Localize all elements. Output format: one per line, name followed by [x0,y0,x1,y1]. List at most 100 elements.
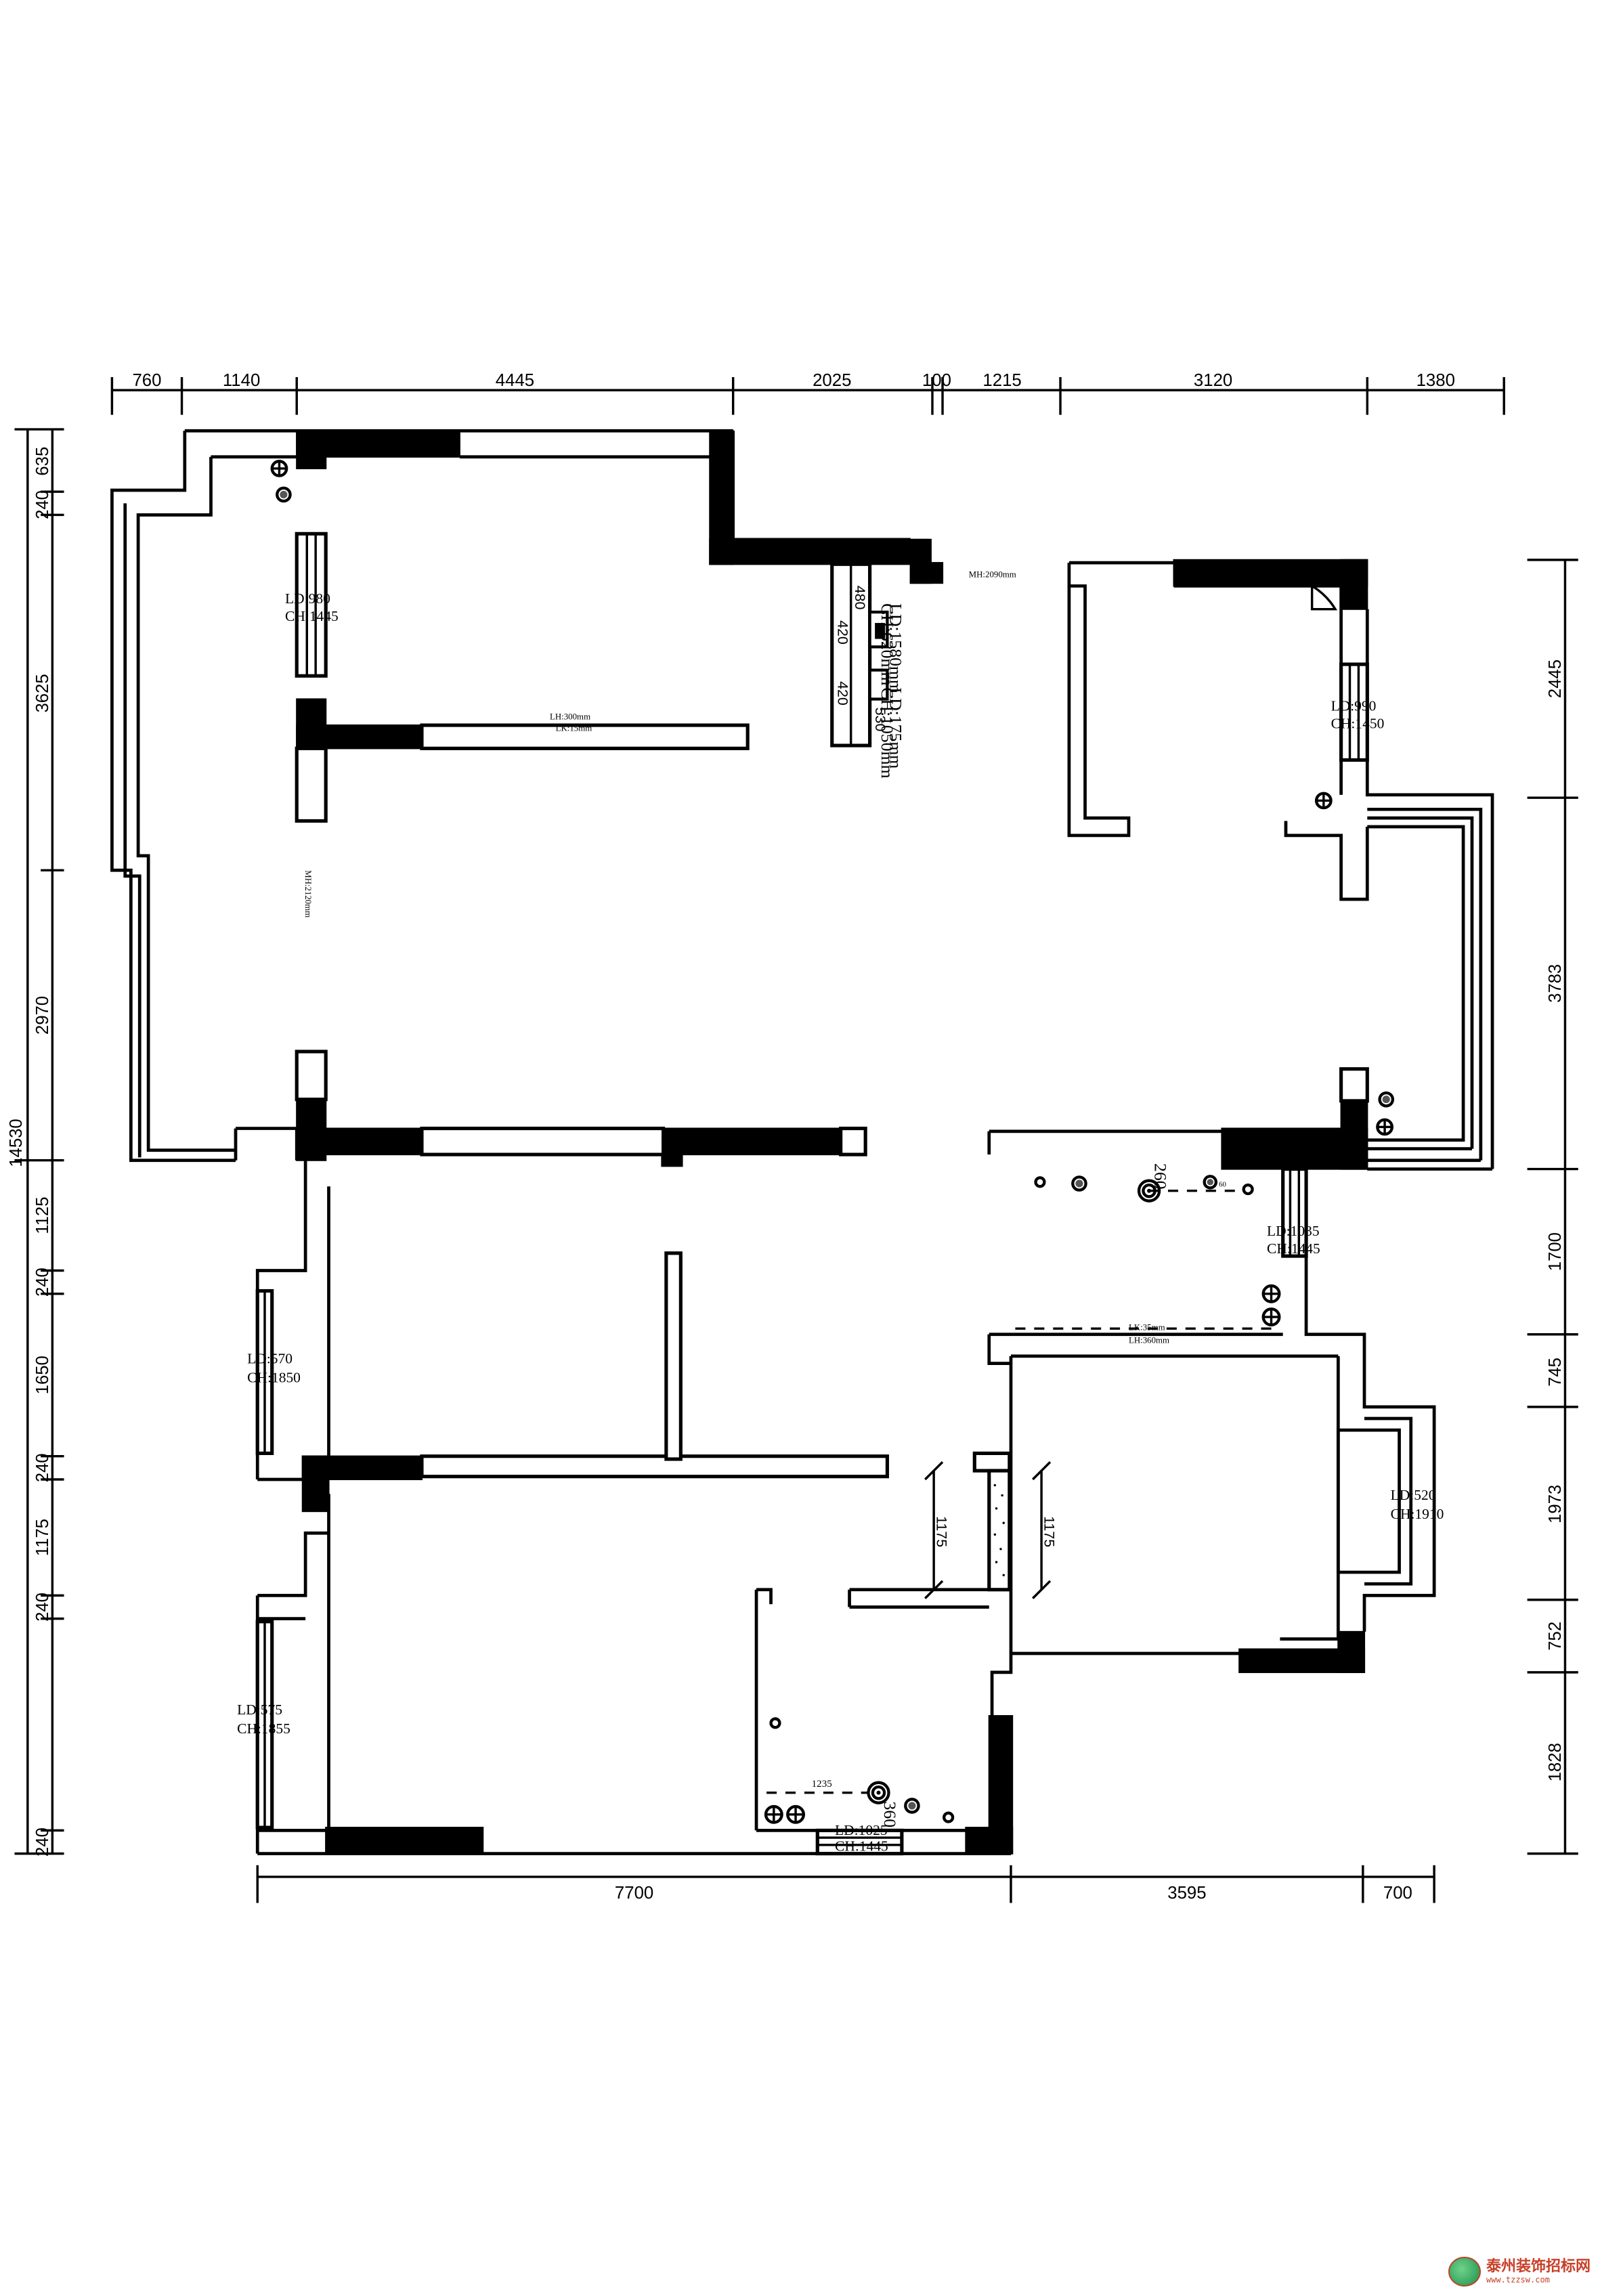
drain-icon [1314,792,1333,810]
duct-ch1: CH:620mm [878,603,897,685]
duct-420-b: 420 [834,681,850,706]
outlet-icon [769,1717,781,1729]
dim-bottom-2: 3595 [1167,1884,1206,1903]
dim-left-total: 14530 [7,1119,26,1167]
window-w2 [1339,662,1369,762]
dim-right-5: 1973 [1546,1485,1565,1523]
window-w6-ld: LD:575 [237,1702,282,1718]
drain-icon [1376,1118,1393,1136]
bottom-dimension-chain: 7700 3595 700 [256,1865,1435,1903]
dim-left-2: 240 [33,490,52,519]
pipe-icon [904,1798,920,1814]
dim-top-3: 4445 [496,371,534,390]
dim-right-3: 1700 [1546,1232,1565,1271]
window-w7 [815,1828,904,1856]
lower-lk: LK:35mm [1129,1322,1165,1332]
interior-partitions [295,723,1369,1832]
window-w1-ch: CH:1445 [285,608,339,624]
side-mh: MH:2120mm [303,870,313,917]
dim-left-3: 3625 [33,674,52,712]
window-w2-ch: CH:1450 [1331,715,1385,731]
dim-top-2: 1140 [223,371,260,390]
beam-notes: LH:300mm LK:15mm MH:2120mm LK:35mm LH:36… [303,712,1280,1345]
dim-left-10: 240 [33,1593,52,1622]
dim-left-5: 1125 [33,1196,52,1234]
lower-lh: LH:360mm [1129,1336,1169,1345]
beam-lk: LK:15mm [556,724,592,733]
dim-right-4: 745 [1546,1358,1565,1387]
dim-bottom-1: 7700 [615,1884,653,1903]
floor-drain-icon [867,1781,890,1804]
outlet-icon [1242,1183,1254,1196]
window-w4-ld: LD:570 [247,1351,293,1367]
window-w1 [295,532,328,678]
right-dimension-chain: 2445 3783 1700 745 1973 752 1828 [1527,559,1578,1855]
window-w2-ld: LD:990 [1331,698,1377,714]
dim-top-7: 3120 [1194,371,1232,390]
drain-icon [786,1804,806,1824]
pipe-icon [1203,1175,1218,1190]
dim-top-6: 1215 [982,371,1021,390]
window-w5-ld: LD:520 [1391,1487,1436,1503]
window-w3-ch: CH:1445 [1267,1240,1320,1257]
dim-right-1: 2445 [1546,659,1565,698]
top-dimension-chain: 760 1140 4445 2025 100 1215 3120 1380 [110,371,1505,415]
window-w1-ld: LD:980 [285,590,330,607]
pipe-icon [1071,1175,1087,1192]
dim-left-7: 1650 [33,1356,52,1394]
pipe-360: 360 [880,1802,900,1828]
beam-lh: LH:300mm [550,712,590,722]
watermark-text: 泰州装饰招标网 www.tzzsw.com [1486,2259,1591,2284]
structural-walls [296,430,1368,1855]
dim-left-11: 240 [33,1827,52,1857]
dim-right-2: 3783 [1546,964,1565,1003]
pipe-260: 260 [1151,1163,1171,1190]
dim-right-6: 752 [1546,1622,1565,1651]
dim-left-9: 1175 [33,1519,52,1556]
plumbing-fixtures: 260 60 1235 360 [270,460,1395,1828]
window-w3 [1281,1167,1308,1258]
dim-left-4: 2970 [33,996,52,1035]
window-w6-ch: CH:1855 [237,1720,290,1737]
windows: LD:980 CH:1445 LD:990 CH:1450 LD:1035 CH… [237,532,1444,1856]
left-dimension-chain: 14530 635 240 3625 2970 1125 240 1650 24… [7,428,64,1857]
door-swing-icon [1310,584,1338,611]
window-w7-ch: CH:1445 [835,1838,888,1854]
window-w5-ch: CH:1910 [1391,1506,1444,1522]
window-w3-ld: LD:1035 [1267,1223,1320,1239]
watermark-url: www.tzzsw.com [1486,2274,1550,2284]
drain-icon [1261,1307,1281,1326]
dim-left-1: 635 [33,447,52,476]
pipe-icon [1378,1091,1395,1108]
center-dim-2: 1175 [1041,1516,1057,1547]
center-dim-1: 1175 [933,1516,949,1547]
watermark-logo-icon [1448,2257,1481,2287]
duct-420-a: 420 [834,620,850,645]
watermark: 泰州装饰招标网 www.tzzsw.com [1448,2257,1591,2287]
duct-ch2: CH:1050mm [878,687,897,778]
duct-ld2: LD:175mm [886,687,906,768]
duct-shaft: 480 420 420 530 LD:1580mm CH:620mm LD:17… [830,562,1016,779]
dim-top-4: 2025 [813,371,851,390]
outlet-icon [943,1811,955,1823]
kitchen-dim: 1235 [812,1779,832,1790]
dim-top-1: 760 [132,371,161,390]
drain-icon [270,460,288,477]
dim-bottom-3: 700 [1383,1884,1412,1903]
outlet-icon [1034,1176,1046,1188]
window-w4-ch: CH:1850 [247,1369,301,1385]
dim-left-6: 240 [33,1268,52,1297]
dim-left-8: 240 [33,1453,52,1482]
watermark-name: 泰州装饰招标网 [1486,2258,1591,2276]
dim-top-5: 100 [922,371,951,390]
drain-icon [1261,1284,1281,1303]
window-w7-ld: LD:1025 [835,1822,888,1838]
dim-top-8: 1380 [1417,371,1455,390]
center-column: 1175 1175 [924,1461,1057,1599]
duct-ld1: LD:1580mm [886,603,906,693]
duct-530: 530 [872,708,888,732]
drain-icon [764,1804,783,1824]
dim-right-7: 1828 [1546,1743,1565,1781]
pipe-icon [276,486,292,503]
